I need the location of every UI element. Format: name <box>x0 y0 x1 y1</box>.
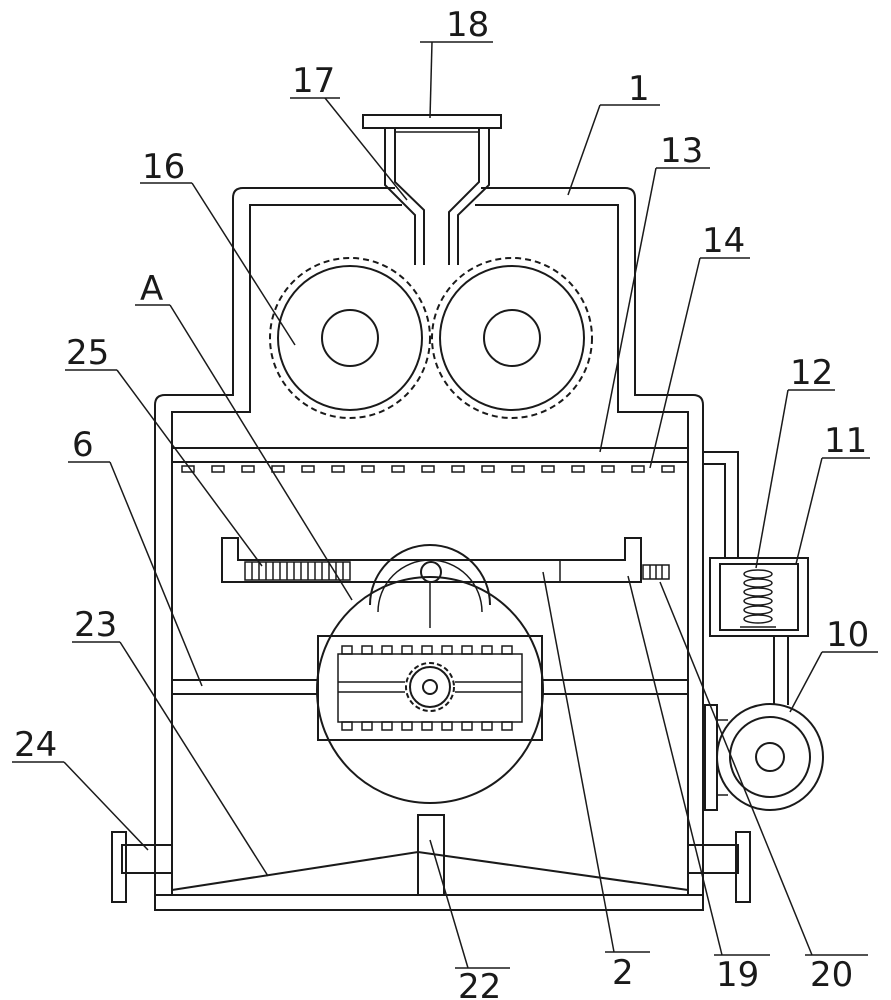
label-20: 20 <box>810 955 853 995</box>
label-6: 6 <box>72 425 94 465</box>
feed-hopper <box>362 114 502 265</box>
label-1: 1 <box>628 69 650 109</box>
end-spring <box>642 564 670 580</box>
label-18: 18 <box>446 5 489 45</box>
label-13: 13 <box>660 131 703 171</box>
label-17: 17 <box>292 61 335 101</box>
housing <box>154 187 704 911</box>
label-a: A <box>140 269 163 309</box>
part-labels: 18 17 1 16 13 14 A 25 6 12 11 10 23 24 2… <box>14 5 869 1000</box>
label-25: 25 <box>66 333 109 373</box>
frame-top-teeth <box>341 645 513 655</box>
frame-bottom-teeth <box>341 721 513 731</box>
label-14: 14 <box>702 221 745 261</box>
crushing-rollers <box>269 257 593 419</box>
label-10: 10 <box>826 615 869 655</box>
side-drive <box>703 451 824 811</box>
label-2: 2 <box>612 953 634 993</box>
leader-lines <box>12 41 878 969</box>
label-23: 23 <box>74 605 117 645</box>
screen-holes <box>181 465 675 473</box>
spring-12 <box>740 569 776 628</box>
label-11: 11 <box>824 421 867 461</box>
label-22: 22 <box>458 967 501 1000</box>
rack-bar <box>221 537 670 583</box>
label-24: 24 <box>14 725 57 765</box>
rack-teeth <box>244 561 351 581</box>
label-12: 12 <box>790 353 833 393</box>
screen-plate <box>172 447 688 473</box>
detail-a-mechanism <box>316 544 544 804</box>
label-19: 19 <box>716 955 759 995</box>
bottom-section <box>111 814 751 903</box>
label-16: 16 <box>142 147 185 187</box>
